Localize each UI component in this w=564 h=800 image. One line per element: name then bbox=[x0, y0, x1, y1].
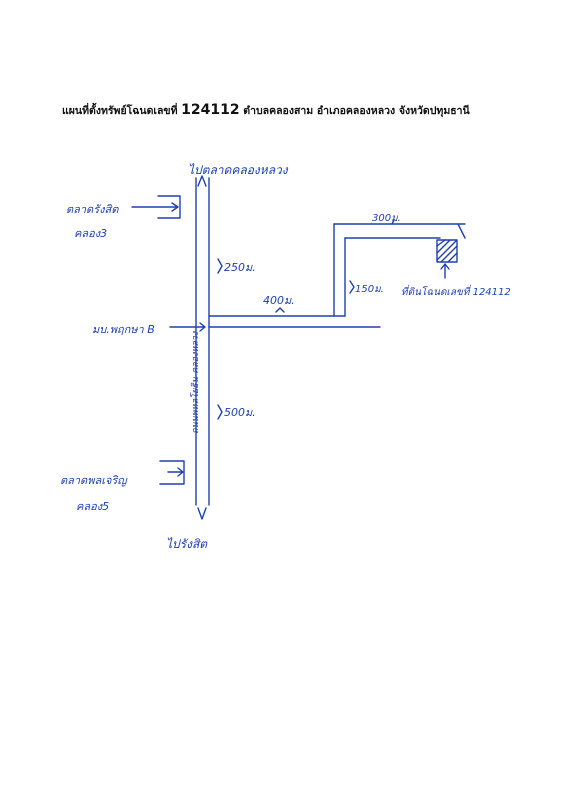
top-distance-label: 300ม. bbox=[372, 213, 401, 224]
market-north-line2: คลอง3 bbox=[74, 227, 107, 240]
road-south-label: ไปรังสิต bbox=[166, 537, 208, 551]
north-distance-label: 250ม. bbox=[224, 261, 256, 274]
plot-marker bbox=[436, 239, 458, 263]
road-name-label: ถนนพหลโยธิน-คลองหลวง bbox=[189, 331, 201, 434]
top-soi-end bbox=[457, 223, 466, 239]
plot-hatch bbox=[436, 239, 458, 263]
page-title: แผนที่ตั้งทรัพย์โฉนดเลขที่ 124112 ตำบลคล… bbox=[62, 102, 470, 119]
market-north-arrow-icon bbox=[131, 202, 179, 212]
market-south-line2: คลอง5 bbox=[76, 500, 109, 513]
south-distance-label: 500ม. bbox=[224, 406, 256, 419]
market-north-line1: ตลาดรังสิต bbox=[66, 203, 119, 216]
market-south-box bbox=[159, 460, 185, 485]
north-arrow-icon bbox=[197, 175, 207, 187]
top-distance-tick bbox=[391, 219, 395, 225]
branch-distance-bracket bbox=[349, 280, 355, 294]
road-north-label: ไปตลาดคลองหลวง bbox=[188, 163, 289, 177]
market-south-arrow-icon bbox=[167, 467, 184, 477]
village-label: มบ.พฤกษา B bbox=[92, 323, 155, 336]
title-prefix: แผนที่ตั้งทรัพย์โฉนดเลขที่ bbox=[62, 105, 178, 117]
market-north-box bbox=[157, 195, 181, 219]
plot-arrow-icon bbox=[440, 263, 450, 279]
market-south-line1: ตลาดพลเจริญ bbox=[60, 474, 128, 487]
south-arrow-icon bbox=[197, 507, 207, 520]
village-pointer-icon bbox=[169, 322, 206, 332]
plot-label: ที่ดินโฉนดเลขที่ 124112 bbox=[401, 284, 511, 298]
south-distance-bracket bbox=[217, 404, 223, 420]
north-distance-bracket bbox=[217, 258, 223, 274]
title-deed-number: 124112 bbox=[181, 102, 240, 118]
east-distance-tick bbox=[275, 307, 285, 313]
title-location: ตำบลคลองสาม อำเภอคลองหลวง จังหวัดปทุมธาน… bbox=[243, 105, 470, 117]
east-distance-label: 400ม. bbox=[263, 294, 295, 307]
branch-distance-label: 150ม. bbox=[355, 284, 384, 295]
